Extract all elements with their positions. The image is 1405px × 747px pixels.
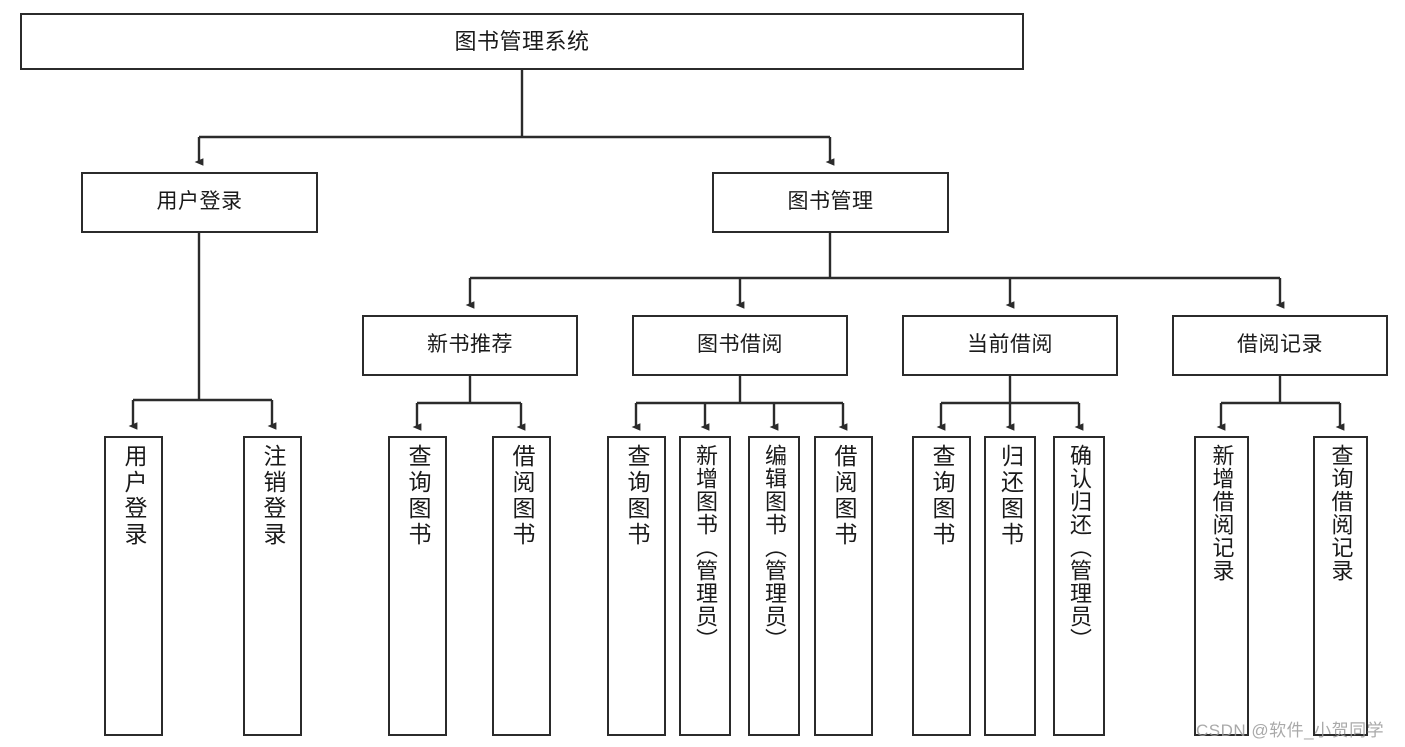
node-label: 新书推荐 [427, 333, 513, 357]
leaf-query-book-2[interactable]: 查询图书 [607, 436, 666, 736]
leaf-user-login[interactable]: 用户登录 [104, 436, 163, 736]
node-label: 查询图书 [624, 444, 650, 548]
node-label: 图书管理 [787, 190, 874, 214]
node-label: 注销登录 [260, 444, 286, 548]
node-label: 用户登录 [156, 190, 243, 214]
leaf-borrow-book-1[interactable]: 借阅图书 [492, 436, 551, 736]
node-label: 图书管理系统 [454, 28, 590, 54]
node-label: 编辑图书（管理员） [762, 444, 787, 651]
node-label: 借阅图书 [831, 444, 857, 548]
node-label: 查询图书 [405, 444, 431, 548]
node-user-login[interactable]: 用户登录 [81, 172, 318, 233]
leaf-return-book[interactable]: 归还图书 [984, 436, 1036, 736]
node-label: 图书借阅 [697, 333, 783, 357]
node-label: 用户登录 [121, 444, 147, 548]
node-borrow-record[interactable]: 借阅记录 [1172, 315, 1388, 376]
leaf-query-book-1[interactable]: 查询图书 [388, 436, 447, 736]
node-label: 借阅记录 [1237, 333, 1323, 357]
leaf-query-borrow-record[interactable]: 查询借阅记录 [1313, 436, 1368, 736]
leaf-add-book[interactable]: 新增图书（管理员） [679, 436, 731, 736]
leaf-logout-login[interactable]: 注销登录 [243, 436, 302, 736]
leaf-confirm-return[interactable]: 确认归还（管理员） [1053, 436, 1105, 736]
node-label: 确认归还（管理员） [1067, 444, 1092, 651]
node-label: 查询图书 [929, 444, 955, 548]
leaf-query-book-3[interactable]: 查询图书 [912, 436, 971, 736]
node-new-book-recommend[interactable]: 新书推荐 [362, 315, 578, 376]
node-label: 新增借阅记录 [1209, 444, 1235, 582]
leaf-edit-book[interactable]: 编辑图书（管理员） [748, 436, 800, 736]
csdn-watermark: CSDN @软件_小贺同学 [1196, 721, 1385, 740]
node-book-borrow[interactable]: 图书借阅 [632, 315, 848, 376]
node-label: 查询借阅记录 [1328, 444, 1354, 582]
leaf-borrow-book-2[interactable]: 借阅图书 [814, 436, 873, 736]
node-label: 新增图书（管理员） [693, 444, 718, 651]
node-label: 归还图书 [997, 444, 1024, 548]
node-label: 借阅图书 [509, 444, 535, 548]
leaf-add-borrow-record[interactable]: 新增借阅记录 [1194, 436, 1249, 736]
node-root-system[interactable]: 图书管理系统 [20, 13, 1024, 70]
node-current-borrow[interactable]: 当前借阅 [902, 315, 1118, 376]
node-label: 当前借阅 [967, 333, 1053, 357]
node-book-manage[interactable]: 图书管理 [712, 172, 949, 233]
